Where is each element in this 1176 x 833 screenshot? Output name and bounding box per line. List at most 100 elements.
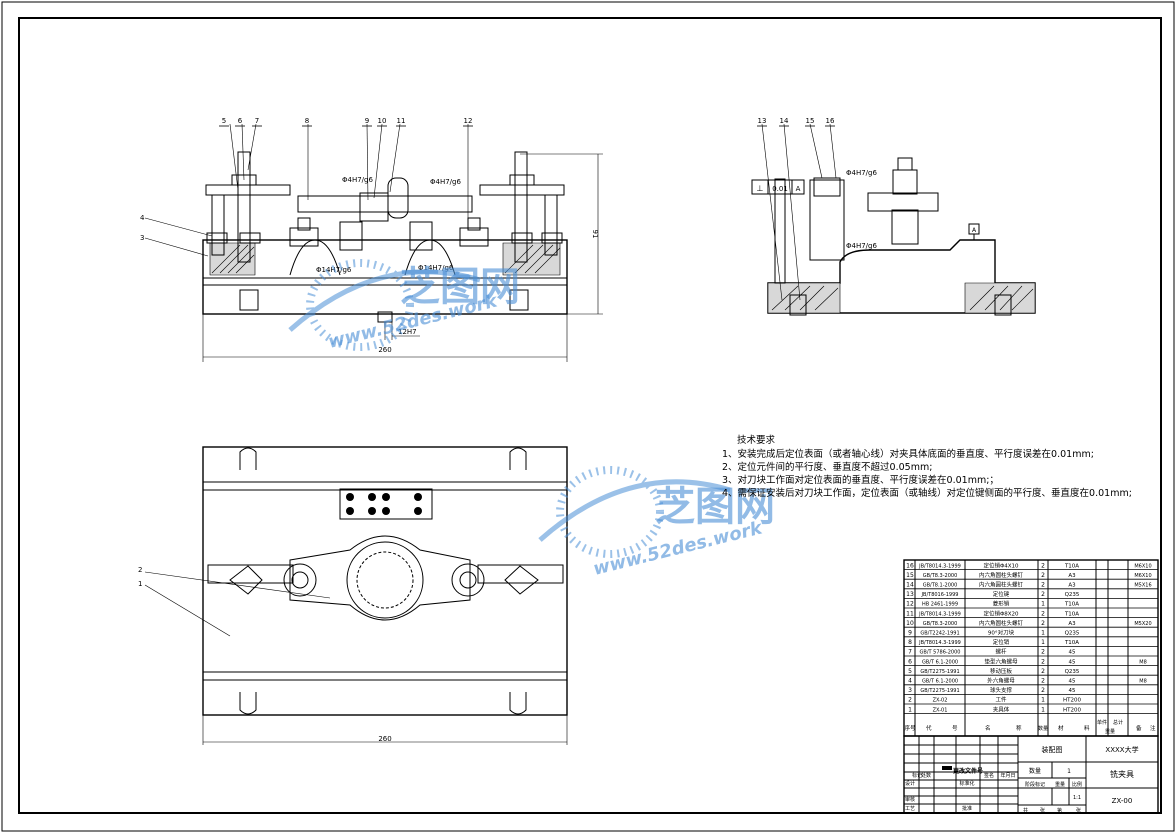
bom-material: T10A	[1064, 611, 1079, 617]
bom-note: M8	[1139, 679, 1147, 685]
bom-header-qty: 数量	[1038, 725, 1048, 732]
gdt-symbol: ⊥	[757, 184, 764, 193]
bom-material: HT200	[1063, 698, 1081, 704]
bom-header-mat-b: 料	[1084, 724, 1090, 732]
bom-note: M8	[1139, 659, 1147, 665]
watermark-brand-2: 芝图网	[655, 484, 775, 530]
bom-name: 定位销Φ4X10	[983, 561, 1019, 569]
bom-code: GB/T8.3-2000	[923, 621, 958, 627]
watermark-brand-1: 芝图网	[400, 264, 520, 310]
clamp-left	[205, 184, 291, 196]
bom-no: 7	[908, 649, 912, 656]
bom-header-no: 序号	[904, 724, 916, 732]
workpiece-front	[297, 195, 473, 213]
drawing-name: 铣夹具	[1110, 769, 1134, 779]
side-view	[751, 123, 1036, 316]
sheet-no-a: 第	[1057, 807, 1062, 814]
school-name: XXXX大学	[1105, 745, 1138, 754]
bom-code: GB/T2275-1991	[920, 669, 959, 675]
balloon-10: 10	[378, 117, 387, 125]
bom-name: 90°对刀块	[988, 629, 1015, 637]
bom-code: GB/T 6.1-2000	[922, 679, 958, 685]
balloon-16: 16	[826, 117, 835, 125]
bom-code: JB/T8014.3-1999	[918, 640, 961, 646]
bom-code: HB 2461-1999	[922, 602, 958, 608]
bom-material: A3	[1068, 583, 1076, 589]
bom-no: 8	[908, 639, 912, 646]
role-review: 审核	[905, 796, 915, 803]
bom-qty: 2	[1041, 562, 1045, 569]
bom-material: Q235	[1065, 669, 1080, 675]
bom-qty: 2	[1041, 658, 1045, 665]
bom-no: 16	[906, 562, 914, 569]
bom-header-note-a: 备	[1136, 724, 1142, 732]
watermark-2	[538, 466, 731, 558]
bom-no: 9	[908, 630, 912, 637]
tech-req-line-1: 1、安装完成后定位表面（或者轴心线）对夹具体底面的垂直度、平行度误差在0.01m…	[722, 449, 1094, 460]
gdt-value: 0.01	[772, 185, 788, 193]
bom-no: 12	[906, 601, 914, 608]
bom-no: 14	[906, 582, 914, 589]
bom-material: 45	[1069, 650, 1076, 656]
balloon-4: 4	[140, 214, 145, 222]
bom-qty: 1	[1041, 630, 1045, 637]
bom-name: 内六角圆柱头螺钉	[979, 581, 1024, 589]
scale-value: 1:1	[1073, 795, 1081, 801]
bom-code: GB/T2275-1991	[920, 688, 959, 694]
sheet-total-b: 张	[1040, 807, 1045, 814]
tech-req-line-2: 2、定位元件间的平行度、垂直度不超过0.05mm;	[722, 462, 933, 473]
bom-no: 11	[906, 610, 914, 617]
bom-note: M6X10	[1134, 573, 1151, 579]
signature-label: 签名	[984, 772, 994, 779]
bom-name: 定位销Φ8X20	[983, 609, 1019, 617]
dim-length-front: 260	[378, 346, 391, 354]
count-label: 处数	[921, 772, 931, 779]
bom-qty: 2	[1041, 572, 1045, 579]
bom-note: M6X10	[1134, 563, 1151, 569]
tech-req-line-4: 4、需保证安装后对刀块工作面，定位表面（或轴线）对定位键侧面的平行度、垂直度在0…	[722, 488, 1132, 499]
dim-fit-4: Φ14H7/g6	[418, 264, 454, 272]
balloon-6: 6	[238, 117, 243, 125]
bom-no: 10	[906, 620, 914, 627]
bom-name: 工件	[995, 696, 1007, 704]
bom-header-name-b: 称	[1016, 724, 1022, 732]
inner-border	[18, 17, 1162, 814]
clamp-top-right	[477, 564, 564, 584]
balloon-8: 8	[305, 117, 309, 125]
balloon-12: 12	[464, 117, 473, 125]
bom-no: 6	[908, 658, 912, 665]
bom-header-mat-a: 材	[1058, 724, 1064, 732]
fixture-body-front	[202, 239, 568, 315]
bom-no: 4	[908, 678, 912, 685]
dim-fit-side-1: Φ4H7/g6	[846, 169, 877, 177]
bom-code: JB/T8016-1999	[921, 592, 959, 598]
bom-material: Q235	[1065, 592, 1080, 598]
balloon-3: 3	[140, 234, 144, 242]
bom-qty: 1	[1041, 697, 1045, 704]
dim-length-top: 260	[378, 735, 391, 743]
date-label: 年月日	[1000, 772, 1015, 779]
balloon-13: 13	[758, 117, 767, 125]
qty-label: 数量	[1029, 767, 1041, 775]
bom-name: 外六角螺母	[987, 677, 1015, 685]
clamp-top-left	[207, 564, 294, 584]
balloon-5: 5	[222, 117, 226, 125]
bom-code: JB/T8014.3-1999	[918, 563, 961, 569]
balloon-2: 2	[138, 566, 142, 574]
bom-qty: 2	[1041, 610, 1045, 617]
bom-material: T10A	[1064, 563, 1079, 569]
bom-name: 夹具体	[993, 705, 1010, 713]
balloon-1: 1	[138, 580, 142, 588]
mark-label: 标记	[912, 772, 922, 779]
bom-no: 2	[908, 697, 912, 704]
bom-no: 1	[908, 706, 912, 713]
balloon-11: 11	[397, 117, 406, 125]
approve-label: 批准	[962, 805, 972, 812]
top-view-labels: 2 1 260	[138, 566, 392, 743]
dim-keyway: 12H7	[398, 328, 417, 336]
tech-req-line-3: 3、对刀块工作面对定位表面的垂直度、平行度误差在0.01mm;；	[722, 475, 999, 486]
bom-qty: 2	[1041, 678, 1045, 685]
scale-label: 比例	[1072, 781, 1082, 788]
